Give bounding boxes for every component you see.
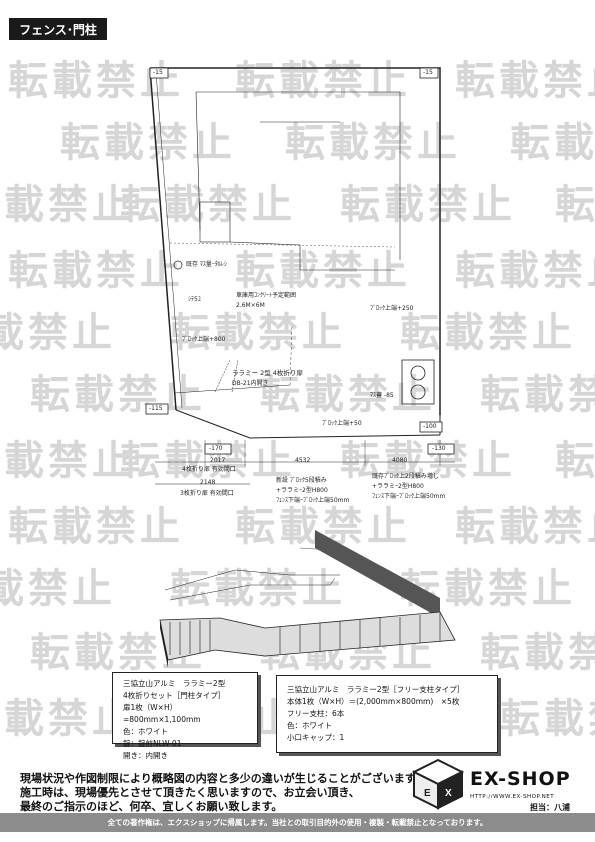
existing-block-note: 既存ﾌﾞﾛｯｸ上2段積み増し: [372, 473, 439, 480]
corner-level-label: -170: [209, 445, 223, 452]
spec-line: 錠：錠前NLW-01: [123, 739, 182, 748]
fence-spec-box: 三協立山アルミ ララミー2型［フリー支柱タイプ］ 本体1枚（W×H）＝(2,00…: [276, 675, 498, 753]
dimension-label: 2017: [210, 457, 226, 464]
block-height-label: ﾌﾞﾛｯｸ上端+800: [182, 336, 226, 343]
gate-opening-note: 4枚折り扉 有効間口: [182, 466, 236, 473]
svg-text:E: E: [424, 788, 431, 799]
spec-line: 三協立山アルミ ララミー2型［フリー支柱タイプ］: [287, 685, 465, 694]
dimension-label: 4532: [295, 457, 311, 464]
existing-block-note: ﾌｪﾝｽ下端ｰﾌﾞﾛｯｸ上端50mm: [372, 493, 446, 500]
staff-name: 担当：八浦: [530, 803, 570, 812]
spec-line: フリー支柱：6本: [287, 709, 345, 718]
fence-sub-label: DB-21内開き: [232, 380, 269, 387]
meter-label: 既存 ﾏｽ量ｰﾀﾙﾚｼ: [186, 261, 227, 268]
dimension-label: 2148: [200, 479, 216, 486]
spec-line: 小口キャップ：1: [287, 733, 345, 742]
fence-name-label: ララミー 2型 4枚折り扉: [232, 369, 303, 377]
spec-line: 色：ホワイト: [123, 727, 168, 736]
corner-level-label: -130: [432, 445, 446, 452]
spec-line: 本体1枚（W×H）＝(2,000mm×800mm) ×5枚: [287, 697, 460, 706]
corner-level-label: -115: [149, 405, 163, 412]
dimension-label: 4080: [392, 457, 408, 464]
parking-size: 2.6M×6M: [236, 302, 265, 309]
corner-level-label: -15: [153, 69, 163, 76]
brand-url: HTTP://WWW.EX-SHOP.NET: [470, 794, 555, 800]
new-block-note: +ララミｰ2型H800: [276, 487, 328, 494]
site-notice: 現場状況や作図制限により概略図の内容と多少の違いが生じることがございます。 施工…: [20, 772, 426, 814]
parking-note: 車庫用ｺﾝｸﾘｰﾄ予定範囲: [236, 292, 297, 299]
spec-line: 色：ホワイト: [287, 721, 332, 730]
spec-line: 扉1枚（W×H）=800mm×1,100mm: [123, 703, 201, 724]
new-block-note: ﾌｪﾝｽ下端ｰﾌﾞﾛｯｸ上端50mm: [276, 497, 350, 504]
copyright-footer: 全ての著作権は、エクスショップに帰属します。当社との取引目的外の使用・複製・転載…: [0, 813, 595, 832]
notice-line: 最終のご指示のほど、何卒、宜しくお願い致します。: [20, 800, 283, 813]
new-block-note: 新設 ﾌﾞﾛｯｸ5段積み: [276, 477, 327, 484]
gate-spec-box: 三協立山アルミ ララミー2型 4枚折りセット［門柱タイプ］ 扉1枚（W×H）=8…: [112, 672, 258, 760]
notice-line: 施工時は、現場優先とさせて頂きたく思いますので、お立会い頂き、: [20, 786, 360, 799]
block-height-label: ﾌﾞﾛｯｸ上端+250: [370, 305, 414, 312]
corner-level-label: -15: [423, 69, 433, 76]
spec-line: 4枚折りセット［門柱タイプ］: [123, 691, 226, 700]
block-height-label: ﾌﾞﾛｯｸ上端+50: [322, 420, 362, 427]
brand-name: EX-SHOP: [470, 768, 571, 790]
svg-text:X: X: [445, 788, 452, 799]
gate-opening-note: 3枚折り扉 有効間口: [180, 490, 234, 497]
ex-shop-cube-logo: E X: [412, 758, 464, 810]
notice-line: 現場状況や作図制限により概略図の内容と多少の違いが生じることがございます。: [20, 772, 426, 785]
spec-line: 三協立山アルミ ララミー2型: [123, 679, 226, 688]
manhole-label: ﾏｽ蓋 -85: [370, 392, 394, 399]
category-tag: フェンス･門柱: [9, 18, 107, 40]
dimension-label: ｼﾃ5ﾕ: [188, 296, 201, 303]
existing-block-note: +ララミｰ2型H800: [372, 483, 424, 490]
corner-level-label: -100: [423, 423, 437, 430]
spec-line: 開き：内開き: [123, 751, 168, 760]
